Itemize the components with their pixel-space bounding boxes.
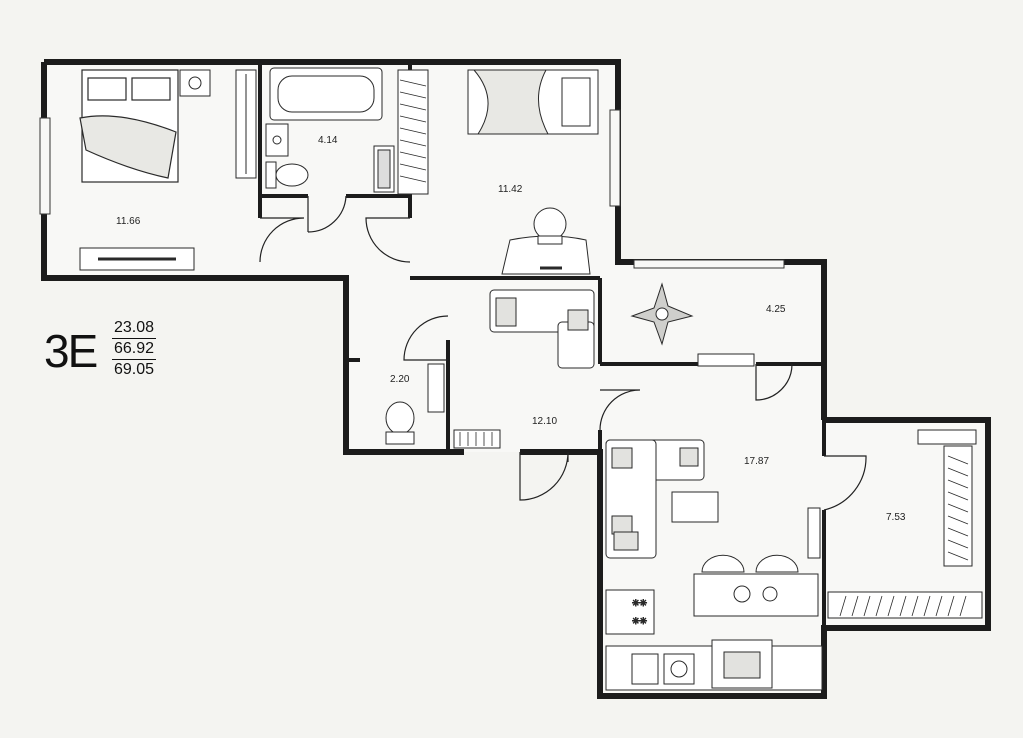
bathtub-icon: [269, 67, 383, 121]
toilet-bathroom-icon: [265, 161, 309, 189]
apartment-type: 3E: [44, 325, 98, 377]
wardrobe-left: [235, 69, 257, 179]
toilet-sink-icon: [427, 363, 445, 413]
room-area-bathroom: 4.14: [318, 135, 338, 146]
doors: [259, 195, 867, 511]
shoe-rack-icon: [453, 429, 501, 449]
sofa-hallway: [489, 289, 595, 369]
room-area-kitchen-living: 17.87: [744, 456, 770, 467]
room-area-toilet: 2.20: [390, 374, 410, 385]
room-area-balcony: 4.25: [766, 304, 786, 315]
svg-text:✳✳: ✳✳: [632, 616, 648, 626]
dining-table-icon: [693, 554, 819, 617]
room-area-hallway: 12.10: [532, 416, 558, 427]
room-area-bedroom-left: 11.66: [116, 216, 141, 227]
floor-area: [44, 62, 988, 696]
bed-right: [467, 69, 599, 135]
plant-icon: [630, 282, 694, 346]
coffee-table-icon: [671, 491, 719, 523]
stove-icon: ✳✳ ✳✳: [605, 589, 655, 635]
windows: [39, 109, 785, 269]
balcony-window-box: [697, 353, 755, 367]
window-kitchen: [807, 507, 821, 559]
living-area: 23.08: [112, 318, 157, 339]
total-area-with-balcony: 69.05: [114, 361, 155, 378]
svg-text:✳✳: ✳✳: [632, 598, 648, 608]
wardrobe-middle: [397, 69, 429, 195]
toilet-icon: [385, 401, 415, 445]
desk-icon: [501, 207, 591, 275]
wardrobe-storage: [917, 429, 977, 567]
kitchen-counter-icon: [605, 639, 823, 691]
washing-machine-icon: [373, 145, 395, 193]
total-area: 66.92: [112, 339, 157, 360]
bed-left: [79, 69, 179, 183]
sofa-kitchen: [605, 439, 705, 559]
sink-icon: [265, 123, 289, 157]
shelf-storage: [827, 591, 983, 619]
bedside-table-icon: [179, 69, 211, 97]
tv-stand-left: [79, 247, 195, 271]
apartment-areas: 23.08 66.92 69.05: [112, 318, 157, 380]
room-area-bedroom-right: 11.42: [498, 184, 523, 195]
room-area-storage: 7.53: [886, 512, 906, 523]
